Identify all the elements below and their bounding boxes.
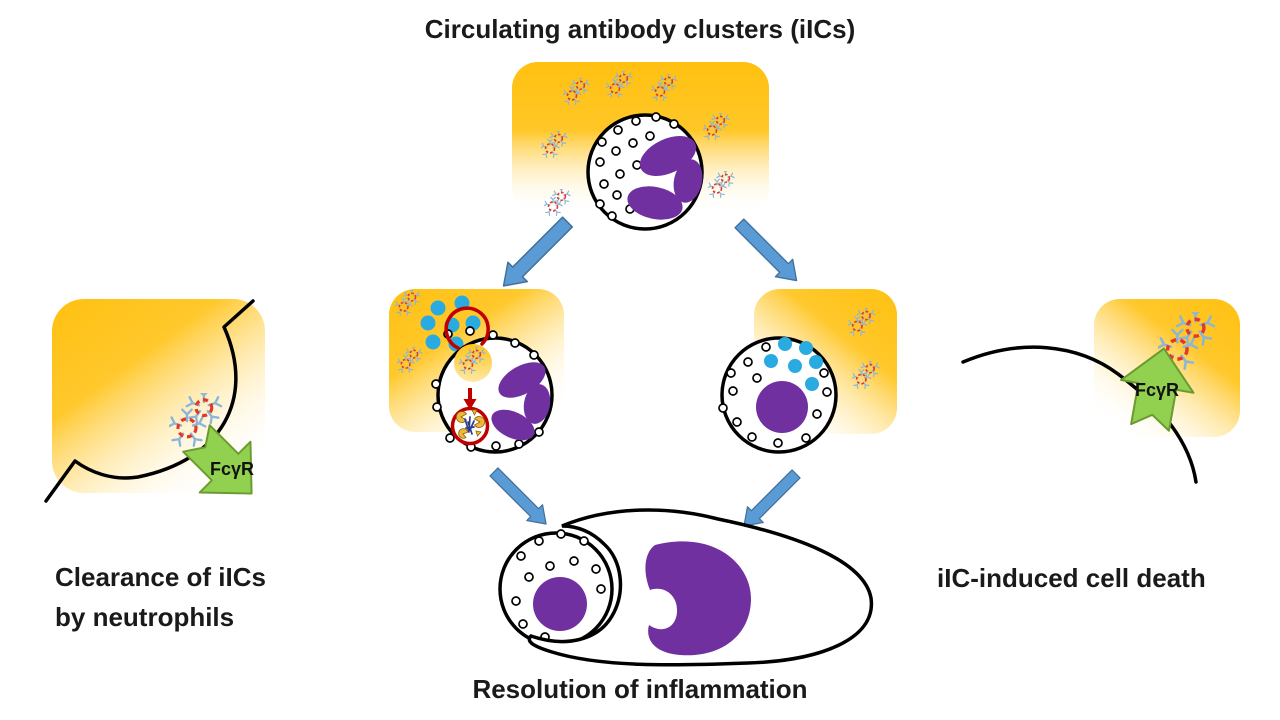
phagolysosome xyxy=(450,406,490,446)
neutrophil-cell-top xyxy=(586,112,704,231)
label-clearance-line2: by neutrophils xyxy=(55,602,235,632)
diagram-title: Circulating antibody clusters (iICs) xyxy=(424,14,856,44)
cell-death-panel: FcγR xyxy=(961,309,1214,484)
nucleus-lobes xyxy=(627,136,703,220)
phagocytic-cup-ring xyxy=(444,306,490,350)
label-clearance: Clearance of iICs by neutrophils xyxy=(55,562,266,633)
blue-arrow-bottom-left xyxy=(489,467,547,525)
efferocytosed-neutrophil xyxy=(498,529,614,647)
neutrophil-cell-right xyxy=(718,336,838,454)
fcgr-label: FcγR xyxy=(210,459,254,479)
nucleus-lobes xyxy=(491,362,551,441)
neutrophil-cell-phagocytosing xyxy=(431,306,554,454)
fcgr-label: FcγR xyxy=(1135,380,1179,400)
clearance-panel: FcγR xyxy=(44,299,278,520)
macrophage-nucleus-kidney xyxy=(645,541,752,656)
label-resolution: Resolution of inflammation xyxy=(472,674,808,704)
cell-membrane-arc xyxy=(961,345,1198,484)
cytokine-dots-inside xyxy=(764,337,823,391)
blue-arrow-top-right xyxy=(734,218,798,282)
resolution-group xyxy=(498,508,874,667)
granules xyxy=(431,326,544,452)
granules xyxy=(718,342,832,448)
nucleus-round xyxy=(533,577,587,631)
degradation-arrow-icon xyxy=(463,388,477,410)
nucleus-round xyxy=(756,381,808,433)
label-clearance-line1: Clearance of iICs xyxy=(55,562,266,592)
blue-arrow-top-left xyxy=(502,216,574,287)
granules xyxy=(595,112,679,221)
degraded-ic-contents xyxy=(456,409,485,439)
label-cell-death: iIC-induced cell death xyxy=(937,563,1206,593)
cell-membrane-arc xyxy=(44,299,255,503)
blue-arrow-bottom-right xyxy=(743,469,801,527)
